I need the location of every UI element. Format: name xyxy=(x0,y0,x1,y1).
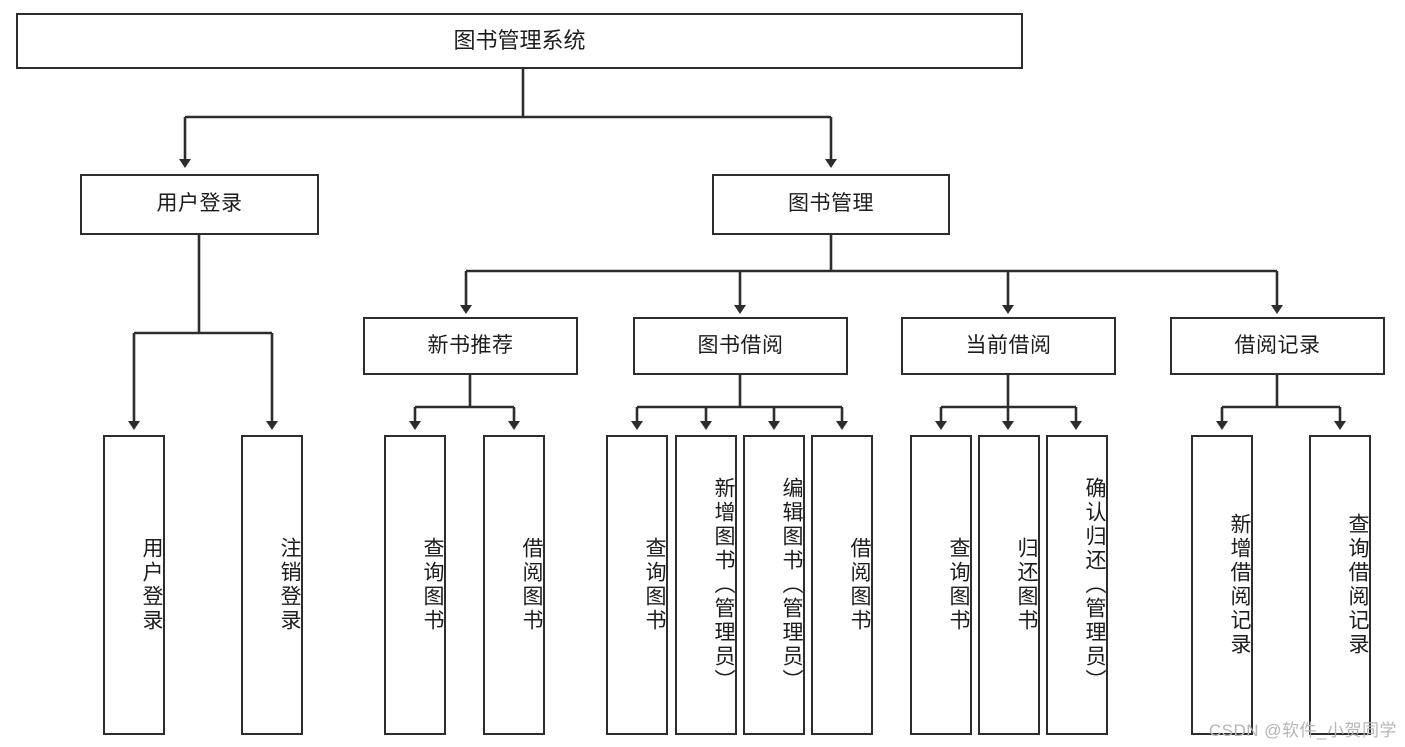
node-label: 用户登录 xyxy=(140,537,163,633)
node-book-borrow[interactable]: 图书借阅 xyxy=(633,317,848,375)
node-leaf-confirm-return-admin[interactable]: 确认归还（管理员） xyxy=(1046,435,1108,735)
node-label: 新书推荐 xyxy=(427,333,514,357)
node-new-book-recommend[interactable]: 新书推荐 xyxy=(363,317,578,375)
node-label: 查询图书 xyxy=(643,537,666,633)
node-leaf-query-borrow-record[interactable]: 查询借阅记录 xyxy=(1309,435,1371,735)
node-book-management[interactable]: 图书管理 xyxy=(712,174,950,235)
node-label: 借阅记录 xyxy=(1234,333,1321,357)
node-leaf-query-book-borrow[interactable]: 查询图书 xyxy=(606,435,668,735)
node-label: 借阅图书 xyxy=(520,537,543,633)
node-user-login[interactable]: 用户登录 xyxy=(80,174,319,235)
node-leaf-logout[interactable]: 注销登录 xyxy=(241,435,303,735)
node-label: 当前借阅 xyxy=(965,333,1052,357)
node-label: 新增借阅记录 xyxy=(1228,513,1251,657)
node-label: 查询图书 xyxy=(947,537,970,633)
node-label: 查询借阅记录 xyxy=(1346,513,1369,657)
node-label: 用户登录 xyxy=(156,192,243,216)
node-leaf-query-book-current[interactable]: 查询图书 xyxy=(910,435,972,735)
node-current-borrow[interactable]: 当前借阅 xyxy=(901,317,1116,375)
node-leaf-add-book-admin[interactable]: 新增图书（管理员） xyxy=(675,435,737,735)
node-label: 图书管理系统 xyxy=(453,28,586,54)
node-label: 编辑图书（管理员） xyxy=(780,477,803,693)
node-label: 借阅图书 xyxy=(848,537,871,633)
node-label: 注销登录 xyxy=(278,537,301,633)
node-label: 新增图书（管理员） xyxy=(712,477,735,693)
node-leaf-borrow-book-recommend[interactable]: 借阅图书 xyxy=(483,435,545,735)
node-leaf-add-borrow-record[interactable]: 新增借阅记录 xyxy=(1191,435,1253,735)
node-borrow-record[interactable]: 借阅记录 xyxy=(1170,317,1385,375)
node-leaf-edit-book-admin[interactable]: 编辑图书（管理员） xyxy=(743,435,805,735)
node-label: 确认归还（管理员） xyxy=(1083,477,1106,693)
node-leaf-query-book-recommend[interactable]: 查询图书 xyxy=(384,435,446,735)
node-root-system[interactable]: 图书管理系统 xyxy=(16,13,1023,69)
watermark-text: CSDN @软件_小贺同学 xyxy=(1208,721,1397,740)
node-label: 图书管理 xyxy=(788,192,874,216)
node-leaf-borrow-book[interactable]: 借阅图书 xyxy=(811,435,873,735)
node-leaf-user-login[interactable]: 用户登录 xyxy=(103,435,165,735)
node-label: 归还图书 xyxy=(1015,537,1038,633)
node-leaf-return-book[interactable]: 归还图书 xyxy=(978,435,1040,735)
node-label: 查询图书 xyxy=(421,537,444,633)
node-label: 图书借阅 xyxy=(697,333,784,357)
